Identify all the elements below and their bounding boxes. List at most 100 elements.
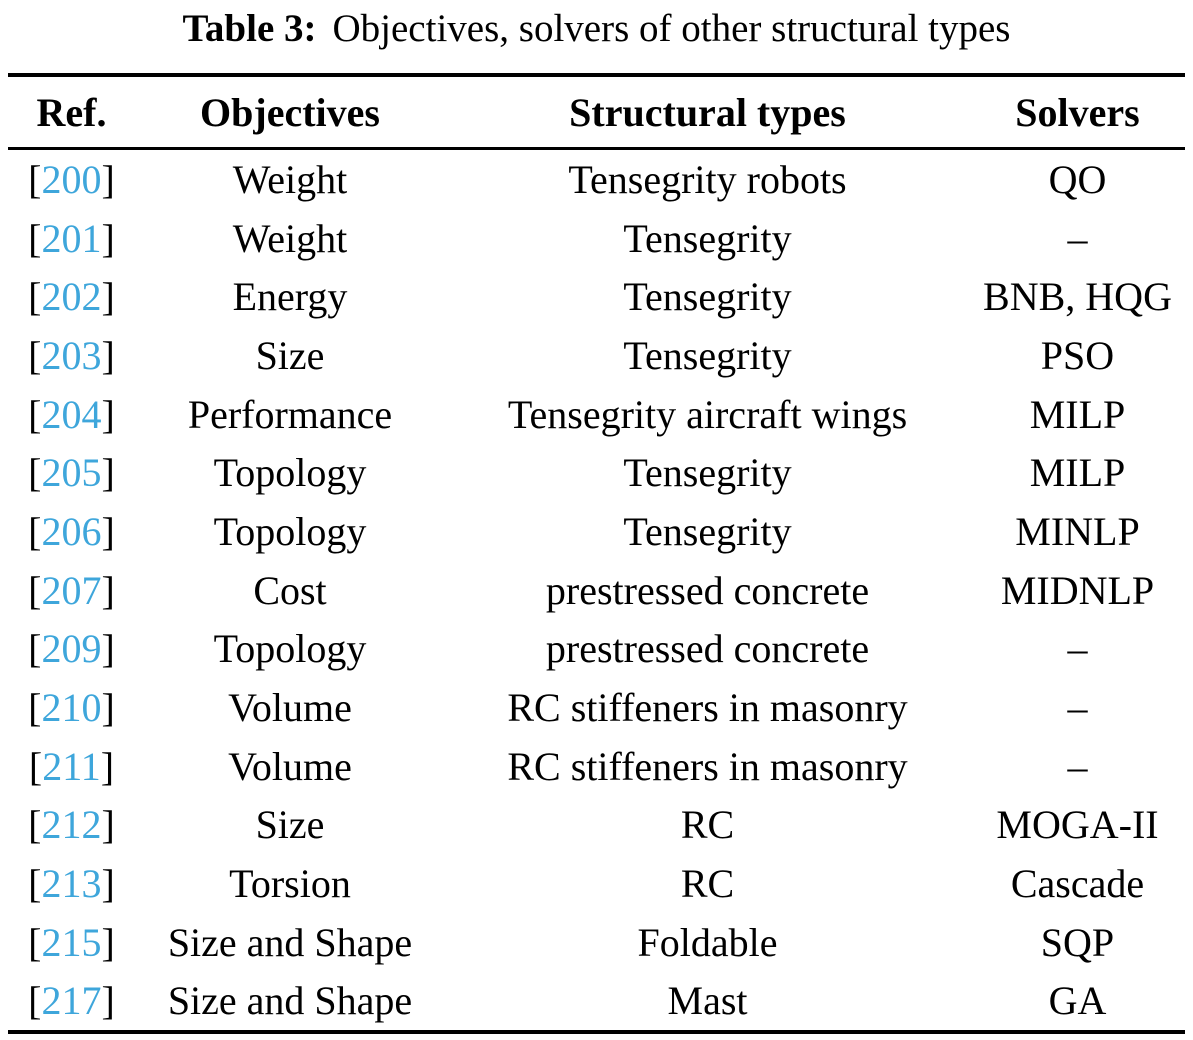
objective-cell: Energy [232,274,348,320]
ref-cell: [211] [8,743,135,790]
objectives-solvers-table: Ref. Objectives Structural types Solvers… [8,73,1185,1035]
citation-link[interactable]: 217 [41,978,102,1024]
table-caption: Table 3:Objectives, solvers of other str… [0,4,1193,54]
table-row: [210] Volume RC stiffeners in masonry – [8,678,1185,737]
solvers-cell: MIDNLP [1000,567,1155,613]
table-row: [200] Weight Tensegrity robots QO [8,150,1185,209]
objective-cell: Topology [213,450,367,496]
ref-bracket-open: [ [28,450,42,496]
ref-cell: [209] [8,625,135,672]
citation-link[interactable]: 213 [41,861,102,907]
ref-cell: [215] [8,919,135,966]
citation-link[interactable]: 204 [41,391,102,437]
objective-cell: Size and Shape [167,978,413,1024]
ref-bracket-close: ] [101,919,115,965]
citation-link[interactable]: 207 [41,567,102,613]
structural-type-cell: Tensegrity [623,332,792,378]
structural-type-cell: RC stiffeners in masonry [507,685,908,731]
ref-bracket-open: [ [28,626,42,672]
structural-type-cell: Tensegrity [623,508,792,554]
ref-bracket-open: [ [28,978,42,1024]
objective-cell: Torsion [229,861,351,907]
citation-link[interactable]: 211 [42,743,101,789]
structural-type-cell: Mast [667,978,748,1024]
citation-link[interactable]: 205 [41,450,102,496]
solvers-cell: BNB, HQG [983,274,1172,320]
ref-bracket-open: [ [28,508,42,554]
table-caption-text: Objectives, solvers of other structural … [332,7,1011,50]
solvers-cell: MILP [1029,391,1126,437]
ref-cell: [206] [8,508,135,555]
table-header-row: Ref. Objectives Structural types Solvers [8,77,1185,150]
table-row: [217] Size and Shape Mast GA [8,972,1185,1031]
citation-link[interactable]: 200 [41,156,102,202]
citation-link[interactable]: 215 [41,919,102,965]
ref-bracket-close: ] [101,215,115,261]
table-body: [200] Weight Tensegrity robots QO [201] … [8,150,1185,1030]
table-row: [213] Torsion RC Cascade [8,854,1185,913]
structural-type-cell: prestressed concrete [545,626,870,672]
solvers-cell: PSO [1040,332,1115,378]
citation-link[interactable]: 206 [41,508,102,554]
ref-bracket-close: ] [101,861,115,907]
objective-cell: Size [255,332,325,378]
citation-link[interactable]: 201 [41,215,102,261]
solvers-cell: – [1067,685,1088,731]
structural-type-cell: Tensegrity [623,450,792,496]
ref-cell: [204] [8,391,135,438]
citation-link[interactable]: 202 [41,274,102,320]
structural-type-cell: RC [680,802,735,848]
structural-type-cell: prestressed concrete [545,567,870,613]
structural-type-cell: Tensegrity robots [568,156,847,202]
ref-bracket-close: ] [101,274,115,320]
column-header-objectives: Objectives [200,89,380,135]
objective-cell: Topology [213,626,367,672]
objective-cell: Topology [213,508,367,554]
ref-cell: [217] [8,977,135,1024]
citation-link[interactable]: 212 [41,802,102,848]
solvers-cell: – [1067,743,1088,789]
ref-bracket-open: [ [28,215,42,261]
table-row: [202] Energy Tensegrity BNB, HQG [8,267,1185,326]
structural-type-cell: RC stiffeners in masonry [507,743,908,789]
ref-bracket-close: ] [101,156,115,202]
solvers-cell: GA [1048,978,1107,1024]
ref-bracket-close: ] [101,508,115,554]
ref-cell: [200] [8,156,135,203]
ref-bracket-close: ] [101,626,115,672]
ref-bracket-open: [ [28,332,42,378]
ref-cell: [201] [8,215,135,262]
structural-type-cell: Tensegrity [623,215,792,261]
table-row: [201] Weight Tensegrity – [8,209,1185,268]
objective-cell: Performance [187,391,393,437]
citation-link[interactable]: 210 [41,685,102,731]
ref-bracket-close: ] [101,567,115,613]
ref-bracket-open: [ [28,685,42,731]
solvers-cell: – [1067,626,1088,672]
structural-type-cell: Tensegrity [623,274,792,320]
ref-bracket-close: ] [101,978,115,1024]
ref-bracket-open: [ [28,802,42,848]
table-row: [209] Topology prestressed concrete – [8,620,1185,679]
table-row: [212] Size RC MOGA-II [8,796,1185,855]
ref-bracket-close: ] [101,685,115,731]
ref-bracket-open: [ [28,567,42,613]
citation-link[interactable]: 203 [41,332,102,378]
objective-cell: Size [255,802,325,848]
ref-cell: [205] [8,449,135,496]
structural-type-cell: RC [680,861,735,907]
ref-bracket-close: ] [101,450,115,496]
structural-type-cell: Foldable [637,919,778,965]
solvers-cell: MILP [1029,450,1126,496]
ref-cell: [202] [8,273,135,320]
ref-bracket-open: [ [28,743,43,789]
solvers-cell: – [1067,215,1088,261]
solvers-cell: QO [1048,156,1107,202]
table-row: [215] Size and Shape Foldable SQP [8,913,1185,972]
citation-link[interactable]: 209 [41,626,102,672]
objective-cell: Volume [228,685,352,731]
solvers-cell: MOGA-II [996,802,1159,848]
table-row: [205] Topology Tensegrity MILP [8,443,1185,502]
column-header-ref: Ref. [36,89,107,135]
ref-cell: [203] [8,332,135,379]
